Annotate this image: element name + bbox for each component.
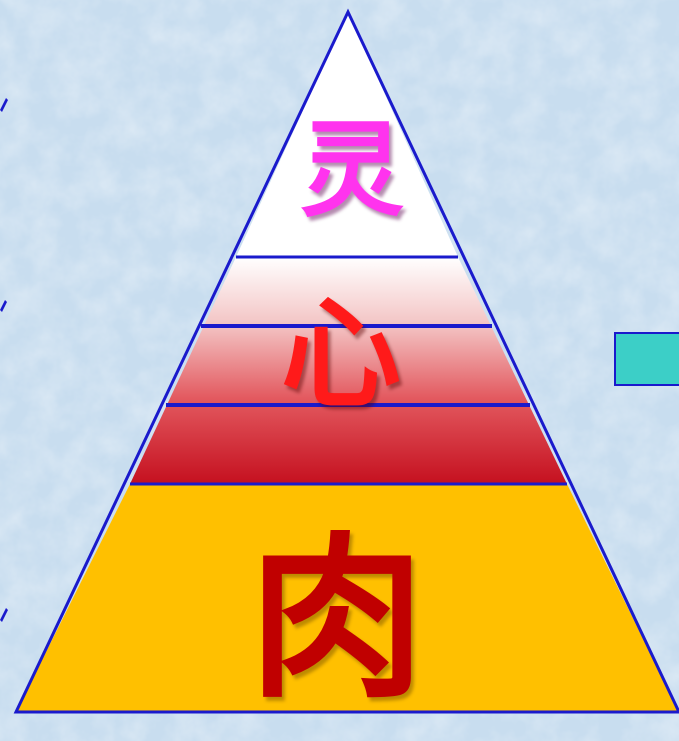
label-spirit: 灵 bbox=[300, 109, 405, 231]
label-body: 肉 bbox=[249, 517, 426, 722]
pyramid-layer-soul bbox=[130, 257, 567, 484]
pyramid-outline bbox=[13, 8, 679, 714]
edge-mark-middle bbox=[0, 300, 7, 312]
pyramid-layer-spirit bbox=[236, 12, 458, 257]
edge-mark-bottom bbox=[0, 608, 8, 622]
edge-mark-top bbox=[0, 98, 8, 112]
label-soul: 心 bbox=[281, 286, 401, 425]
pyramid-layer-body bbox=[16, 484, 679, 712]
accent-box bbox=[614, 332, 679, 386]
